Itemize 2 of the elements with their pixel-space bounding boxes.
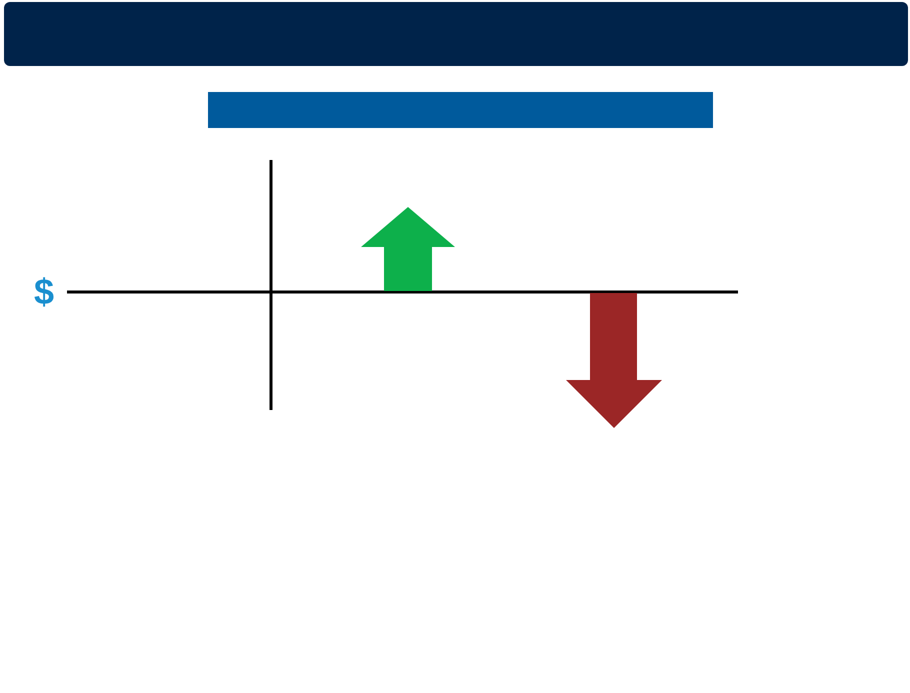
title-banner xyxy=(208,92,713,128)
axis-label: $ xyxy=(34,272,54,312)
